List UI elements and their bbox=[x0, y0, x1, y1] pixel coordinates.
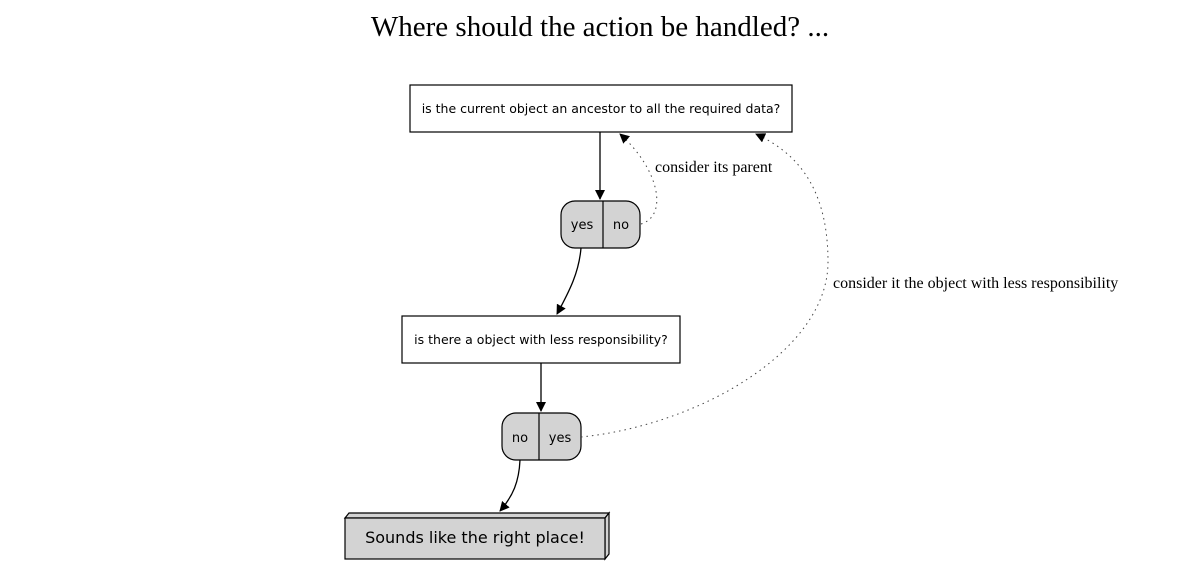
decision-ancestor-no: no bbox=[613, 218, 629, 233]
question-node-ancestor: is the current object an ancestor to all… bbox=[409, 84, 793, 133]
edge-d2-yes-to-q1 bbox=[580, 133, 829, 438]
question-node-less-responsibility: is there a object with less responsibili… bbox=[401, 315, 681, 364]
decision-node-less-responsibility: no yes bbox=[501, 412, 582, 461]
edge-label-consider-parent: consider its parent bbox=[655, 159, 773, 176]
end-node-text: Sounds like the right place! bbox=[365, 528, 585, 547]
decision-less-responsibility-yes: yes bbox=[549, 431, 572, 446]
edge-d1-yes-to-q2 bbox=[556, 247, 582, 315]
edge-label-consider-less-responsibility: consider it the object with less respons… bbox=[833, 275, 1118, 292]
edge-d2-no-to-end bbox=[499, 459, 521, 512]
end-node: Sounds like the right place! bbox=[343, 511, 611, 561]
question-less-responsibility-text: is there a object with less responsibili… bbox=[414, 332, 668, 347]
decision-ancestor-yes: yes bbox=[571, 218, 594, 233]
question-ancestor-text: is the current object an ancestor to all… bbox=[422, 101, 781, 116]
decision-less-responsibility-no: no bbox=[512, 431, 528, 446]
diagram-title: Where should the action be handled? ... bbox=[371, 11, 829, 43]
decision-node-ancestor: yes no bbox=[560, 200, 641, 249]
